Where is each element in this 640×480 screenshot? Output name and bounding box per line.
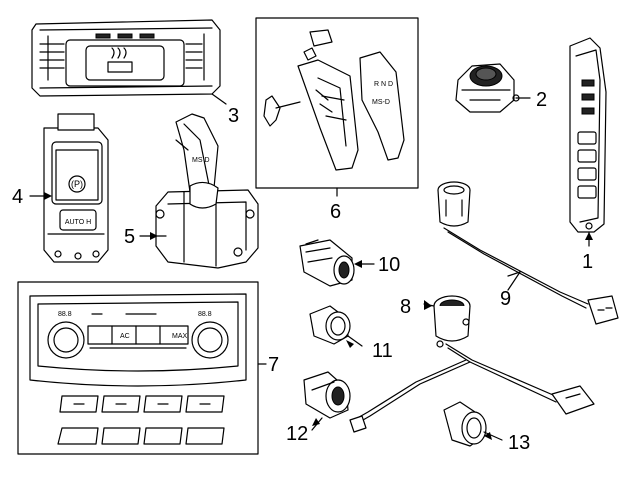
part-1-switch-strip: [569, 37, 607, 247]
part-4-parking-brake-switch: (P) AUTO H: [43, 113, 109, 263]
callout-10: 10: [378, 254, 400, 276]
part-5-gear-shifter: MS D: [149, 113, 259, 269]
callout-9: 9: [500, 288, 511, 310]
part-11-lighter: [309, 305, 363, 347]
shifter-mode-label: MS D: [192, 157, 210, 164]
brake-p-symbol: (P): [71, 179, 83, 189]
callout-1: 1: [582, 251, 593, 273]
part-9-socket-harness: [437, 181, 619, 325]
callout-8: 8: [400, 296, 411, 318]
part-13-bezel: [443, 401, 503, 447]
part-8-socket-harness: [349, 295, 595, 433]
part-7-climate-control-box: 88.8 88.8 MAX AC: [17, 281, 267, 455]
callout-5: 5: [124, 226, 135, 248]
callout-3: 3: [228, 105, 239, 127]
callout-12: 12: [286, 423, 308, 445]
callout-2: 2: [536, 89, 547, 111]
callouts: 3 4 5 6 2 1 9 10 8 11 7 12 13: [12, 89, 593, 454]
lever-letters: R N D: [374, 81, 393, 88]
part-12-socket: [303, 371, 351, 431]
part-10-socket: [299, 239, 375, 287]
callout-7: 7: [268, 354, 279, 376]
climate-max-label: MAX: [172, 333, 188, 340]
callout-13: 13: [508, 432, 530, 454]
callout-6: 6: [330, 201, 341, 223]
callout-4: 4: [12, 186, 23, 208]
lever-modes: MS-D: [372, 99, 390, 106]
brake-auto-hold-label: AUTO H: [65, 219, 91, 226]
callout-11: 11: [372, 340, 393, 362]
part-2-controller: [455, 63, 531, 113]
climate-ac-label: AC: [120, 333, 130, 340]
climate-temp-left: 88.8: [58, 311, 72, 318]
part-6-shift-lever-cover-box: R N D MS-D: [255, 17, 419, 197]
part-3-seat-switch-panel: [31, 19, 227, 105]
climate-temp-right: 88.8: [198, 311, 212, 318]
